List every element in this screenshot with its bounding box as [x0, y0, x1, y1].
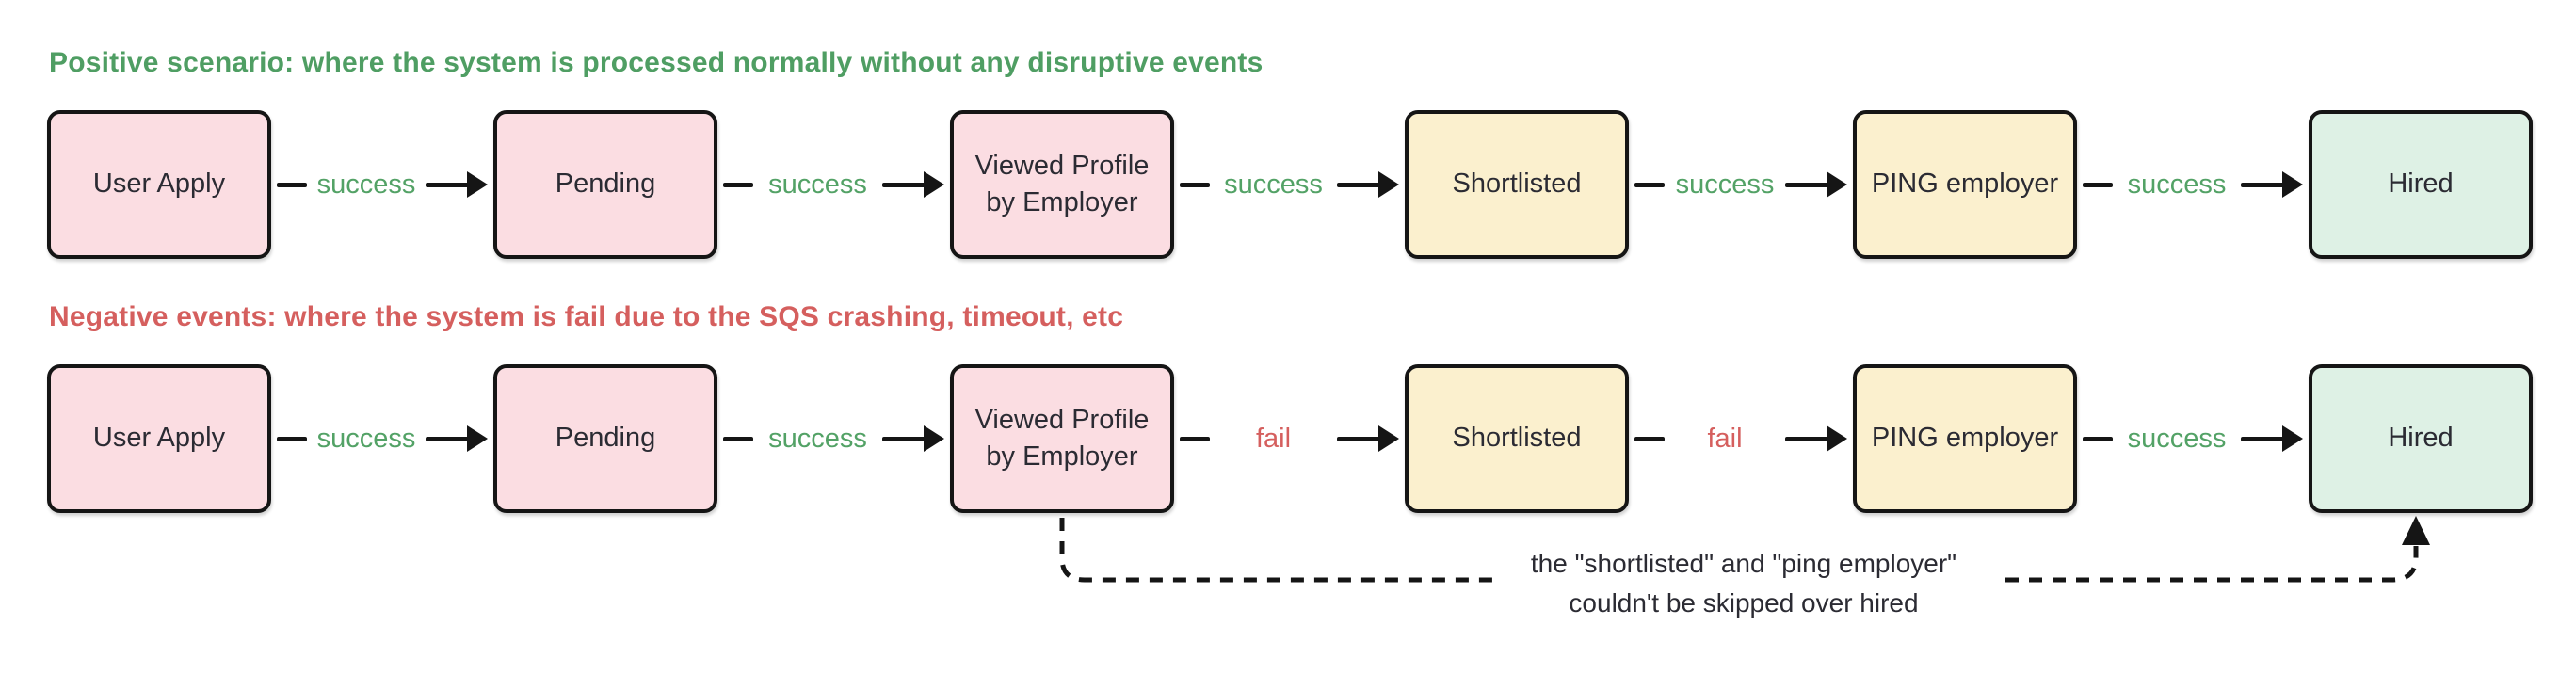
edge-line	[723, 182, 753, 187]
edge-label-success: success	[768, 423, 867, 454]
edge-ping-employer-hired: success	[2077, 110, 2309, 259]
arrow-right-icon	[881, 171, 944, 198]
negative-events-title: Negative events: where the system is fai…	[49, 301, 1124, 332]
node-shortlisted: Shortlisted	[1405, 364, 1629, 513]
edge-label-success: success	[1675, 168, 1775, 200]
edge-line	[2083, 436, 2113, 441]
arrow-shaft	[1784, 436, 1832, 441]
node-ping-employer: PING employer	[1853, 364, 2077, 513]
edge-label-success: success	[768, 168, 867, 200]
arrowhead-right-icon	[2281, 171, 2303, 198]
node-hired: Hired	[2309, 110, 2533, 259]
skip-dashed-path-right	[2005, 546, 2419, 583]
node-ping-employer: PING employer	[1853, 110, 2077, 259]
edge-label-fail: fail	[1255, 423, 1292, 454]
edge-label-success: success	[2127, 168, 2227, 200]
arrow-shaft	[881, 436, 929, 441]
node-user-apply: User Apply	[47, 110, 271, 259]
arrow-right-icon	[425, 171, 488, 198]
edge-line	[1180, 182, 1210, 187]
edge-line	[1634, 436, 1665, 441]
edge-pending-viewed-profile: success	[717, 110, 950, 259]
arrowhead-right-icon	[1377, 425, 1399, 452]
arrowhead-right-icon	[2281, 425, 2303, 452]
edge-viewed-profile-shortlisted: success	[1174, 110, 1405, 259]
arrow-right-icon	[2240, 425, 2303, 452]
arrow-shaft	[1784, 182, 1832, 187]
arrow-shaft	[1336, 436, 1384, 441]
arrow-shaft	[425, 436, 473, 441]
node-shortlisted: Shortlisted	[1405, 110, 1629, 259]
node-user-apply: User Apply	[47, 364, 271, 513]
positive-scenario-title: Positive scenario: where the system is p…	[49, 47, 1264, 78]
positive-flow-row: User Apply success Pending success Viewe…	[0, 110, 2576, 259]
edge-ping-employer-hired: success	[2077, 364, 2309, 513]
arrowhead-right-icon	[466, 425, 488, 452]
negative-flow-row: User Apply success Pending success Viewe…	[0, 364, 2576, 513]
edge-shortlisted-ping-employer: fail	[1629, 364, 1853, 513]
arrow-right-icon	[1336, 425, 1399, 452]
arrowhead-right-icon	[1826, 425, 1847, 452]
arrowhead-right-icon	[1377, 171, 1399, 198]
arrow-shaft	[881, 182, 929, 187]
edge-line	[2083, 182, 2113, 187]
edge-label-success: success	[316, 423, 416, 454]
arrow-shaft	[2240, 436, 2288, 441]
edge-label-success: success	[1224, 168, 1323, 200]
arrow-right-icon	[2240, 171, 2303, 198]
node-viewed-profile: Viewed Profile by Employer	[950, 110, 1174, 259]
node-viewed-profile: Viewed Profile by Employer	[950, 364, 1174, 513]
arrowhead-right-icon	[923, 171, 944, 198]
edge-pending-viewed-profile: success	[717, 364, 950, 513]
arrowhead-right-icon	[1826, 171, 1847, 198]
arrow-shaft	[2240, 182, 2288, 187]
skip-annotation-line2: couldn't be skipped over hired	[1569, 588, 1919, 618]
edge-label-fail: fail	[1707, 423, 1743, 454]
edge-user-apply-pending: success	[271, 364, 493, 513]
node-pending: Pending	[493, 364, 717, 513]
edge-line	[277, 182, 307, 187]
arrow-shaft	[1336, 182, 1384, 187]
edge-line	[1180, 436, 1210, 441]
edge-label-success: success	[2127, 423, 2227, 454]
edge-line	[277, 436, 307, 441]
arrow-shaft	[425, 182, 473, 187]
arrow-right-icon	[425, 425, 488, 452]
edge-user-apply-pending: success	[271, 110, 493, 259]
node-hired: Hired	[2309, 364, 2533, 513]
arrow-right-icon	[1336, 171, 1399, 198]
arrowhead-up-icon	[2402, 516, 2430, 545]
node-pending: Pending	[493, 110, 717, 259]
arrow-right-icon	[881, 425, 944, 452]
skip-dashed-path-left	[1059, 518, 1497, 583]
skip-annotation-text: the "shortlisted" and "ping employer" co…	[1480, 544, 2007, 623]
edge-viewed-profile-shortlisted: fail	[1174, 364, 1405, 513]
edge-line	[723, 436, 753, 441]
arrow-right-icon	[1784, 425, 1847, 452]
edge-shortlisted-ping-employer: success	[1629, 110, 1853, 259]
skip-annotation-line1: the "shortlisted" and "ping employer"	[1530, 549, 1957, 578]
arrowhead-right-icon	[466, 171, 488, 198]
arrow-right-icon	[1784, 171, 1847, 198]
edge-line	[1634, 182, 1665, 187]
edge-label-success: success	[316, 168, 416, 200]
arrowhead-right-icon	[923, 425, 944, 452]
